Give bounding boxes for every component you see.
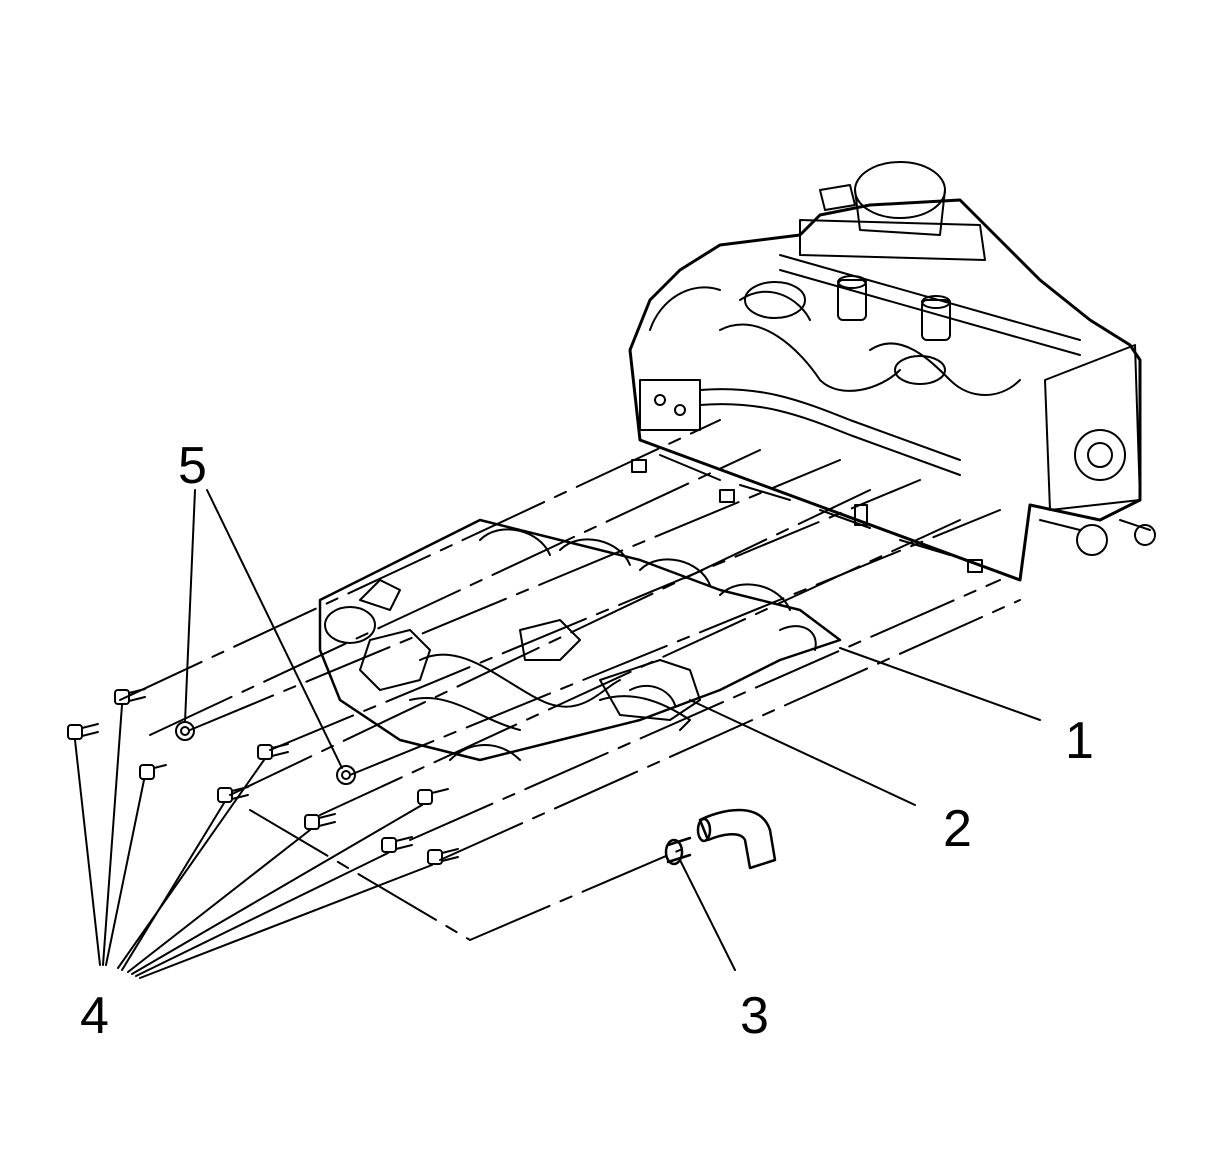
hose-clamp <box>664 836 692 866</box>
bolt <box>381 836 413 853</box>
callout-2: 2 <box>943 800 972 858</box>
bolt <box>114 688 146 705</box>
callout-5: 5 <box>178 437 207 495</box>
hose <box>696 808 777 870</box>
leader-lines <box>74 489 1041 979</box>
intake-manifold <box>318 518 842 762</box>
bolt <box>427 848 459 865</box>
callout-1: 1 <box>1065 712 1094 770</box>
nut <box>336 765 356 785</box>
nuts <box>175 721 356 785</box>
engine-block <box>628 161 1156 582</box>
callout-3: 3 <box>740 987 769 1045</box>
bolt <box>139 764 167 780</box>
nut <box>175 721 195 741</box>
bolts <box>67 688 459 865</box>
bolt <box>304 813 336 830</box>
callout-4: 4 <box>80 987 109 1045</box>
bolt <box>417 788 449 805</box>
bolt <box>67 723 99 740</box>
alignment-lines <box>119 419 1021 941</box>
bolt <box>257 743 289 760</box>
manifold-gasket <box>599 659 701 721</box>
